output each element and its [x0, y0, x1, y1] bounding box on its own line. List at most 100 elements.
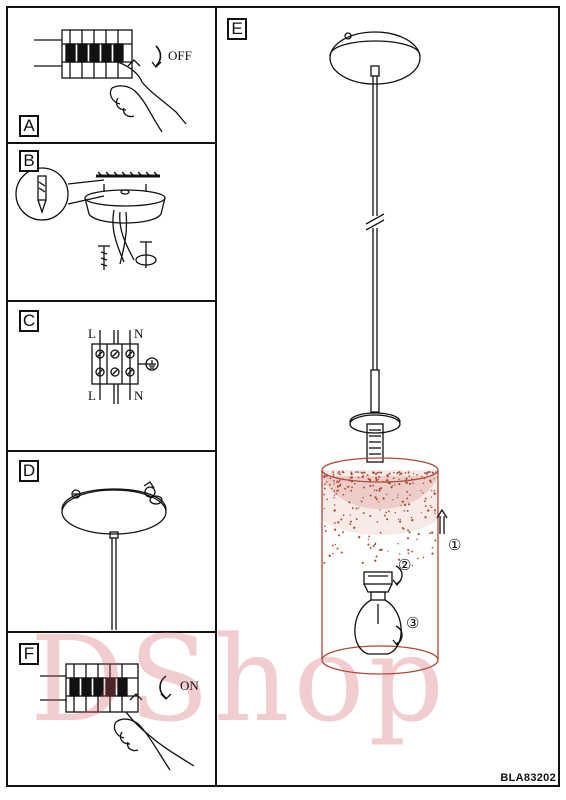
glass-speckle	[413, 473, 414, 474]
glass-speckle	[353, 527, 355, 529]
glass-speckle	[425, 498, 427, 500]
glass-speckle	[430, 471, 432, 473]
glass-speckle	[379, 509, 380, 510]
glass-speckle	[429, 480, 431, 482]
glass-speckle	[434, 539, 436, 541]
glass-speckle	[402, 528, 404, 530]
glass-speckle	[398, 519, 399, 520]
glass-speckle	[378, 476, 380, 478]
panel-tag-b: B	[19, 150, 39, 172]
glass-speckle	[392, 485, 393, 486]
glass-speckle	[399, 520, 401, 522]
glass-speckle	[324, 508, 325, 509]
glass-speckle	[412, 482, 414, 484]
glass-speckle	[372, 471, 374, 473]
glass-speckle	[421, 476, 422, 477]
glass-speckle	[388, 482, 390, 484]
glass-speckle	[336, 490, 338, 492]
glass-speckle	[350, 521, 352, 523]
glass-speckle	[368, 539, 369, 540]
glass-speckle	[412, 565, 413, 566]
glass-speckle	[358, 507, 359, 508]
glass-speckle	[378, 479, 379, 480]
glass-speckle	[337, 548, 339, 550]
glass-speckle	[372, 485, 374, 487]
glass-speckle	[384, 515, 386, 517]
glass-speckle	[408, 531, 410, 533]
glass-speckle	[354, 483, 356, 485]
glass-speckle	[430, 505, 431, 506]
glass-speckle	[342, 531, 344, 533]
glass-speckle	[432, 472, 434, 474]
glass-speckle	[404, 510, 406, 512]
glass-speckle	[334, 495, 335, 496]
glass-speckle	[424, 472, 426, 474]
glass-speckle	[380, 532, 382, 534]
light-bulb-icon	[355, 592, 401, 654]
glass-speckle	[407, 529, 409, 531]
glass-speckle	[417, 558, 419, 560]
glass-speckle	[422, 557, 424, 559]
glass-speckle	[429, 532, 431, 534]
glass-speckle	[333, 480, 335, 482]
glass-speckle	[431, 552, 433, 554]
glass-speckle	[357, 471, 359, 473]
glass-speckle	[400, 519, 401, 520]
glass-speckle	[376, 555, 378, 557]
glass-speckle	[424, 478, 425, 479]
glass-speckle	[335, 544, 336, 545]
glass-speckle	[409, 483, 411, 485]
glass-speckle	[418, 533, 420, 535]
neutral-label-bottom: N	[134, 388, 143, 404]
glass-speckle	[363, 487, 365, 489]
glass-speckle	[404, 504, 406, 506]
glass-speckle	[348, 486, 349, 487]
glass-speckle	[387, 551, 388, 552]
glass-speckle	[387, 479, 388, 480]
glass-speckle	[375, 473, 377, 475]
ceiling-plate-b	[85, 184, 165, 264]
glass-speckle	[340, 484, 342, 486]
glass-speckle	[380, 549, 382, 551]
glass-speckle	[326, 499, 328, 501]
panel-tag-d: D	[19, 460, 39, 482]
glass-speckle	[342, 494, 344, 496]
glass-speckle	[334, 522, 336, 524]
glass-speckle	[400, 505, 401, 506]
glass-speckle	[338, 471, 340, 473]
suspension-cable	[366, 76, 384, 370]
glass-speckle	[416, 539, 417, 540]
glass-speckle	[407, 510, 409, 512]
glass-speckle	[394, 484, 396, 486]
switch-on-label: ON	[180, 678, 199, 694]
glass-speckle	[435, 471, 436, 472]
glass-speckle	[343, 472, 344, 473]
glass-speckle	[332, 553, 333, 554]
glass-speckle	[398, 471, 400, 473]
panel-tag-e: E	[227, 18, 247, 40]
glass-speckle	[398, 483, 400, 485]
glass-speckle	[344, 488, 346, 490]
glass-speckle	[339, 479, 341, 481]
glass-speckle	[334, 509, 336, 511]
glass-speckle	[397, 497, 398, 498]
glass-speckle	[421, 512, 422, 513]
glass-speckle	[333, 474, 335, 476]
glass-speckle	[393, 477, 395, 479]
glass-speckle	[361, 472, 363, 474]
glass-speckle	[362, 562, 364, 564]
glass-speckle	[351, 486, 353, 488]
glass-speckle	[434, 490, 435, 491]
glass-speckle	[351, 480, 353, 482]
glass-speckle	[385, 482, 386, 483]
glass-speckle	[427, 471, 429, 473]
glass-speckle	[375, 543, 376, 544]
glass-speckle	[376, 490, 378, 492]
glass-speckle	[434, 478, 435, 479]
glass-speckle	[411, 517, 412, 518]
glass-speckle	[380, 472, 382, 474]
glass-speckle	[323, 494, 325, 496]
glass-speckle	[356, 508, 358, 510]
glass-speckle	[406, 497, 408, 499]
